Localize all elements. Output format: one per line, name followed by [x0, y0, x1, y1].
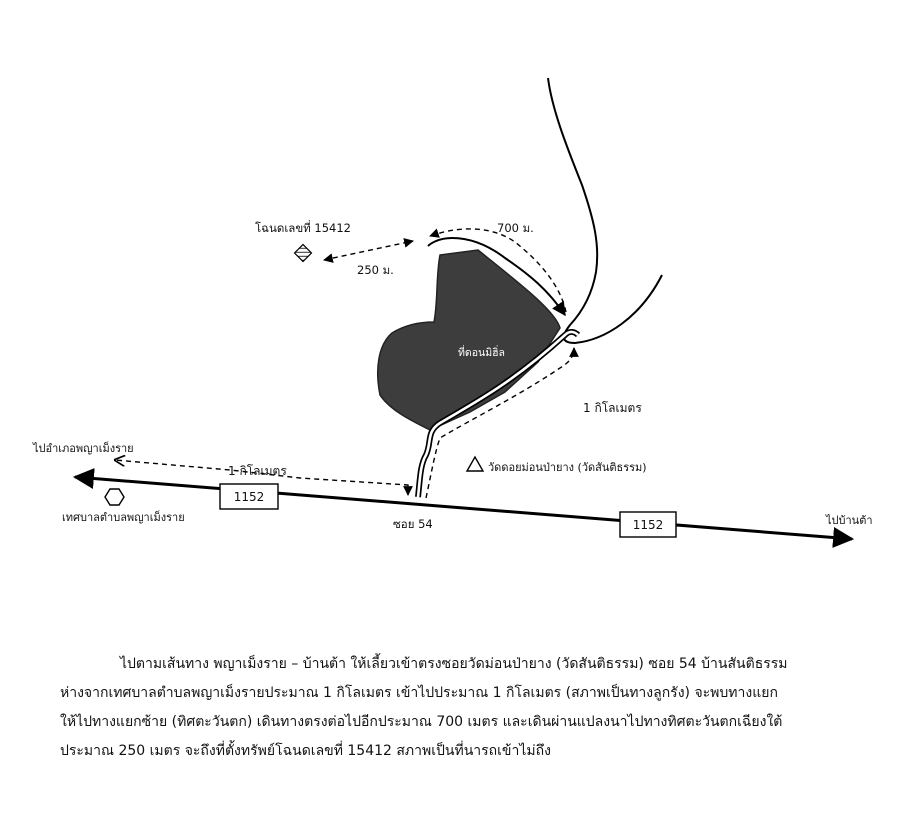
distance-1km-soi-label: 1 กิโลเมตร — [583, 401, 642, 415]
dashed-arrow-1km-road — [115, 460, 408, 495]
temple-triangle-icon — [465, 455, 485, 472]
temple-label: วัดดอยม่อนป่ายาง (วัดสันติธรรม) — [488, 461, 647, 474]
description-line-4: ประมาณ 250 เมตร จะถึงที่ตั้งทรัพย์โฉนดเล… — [60, 743, 551, 759]
main-road — [72, 468, 855, 548]
deed-parcel-icon — [293, 243, 313, 263]
distance-250m-label: 250 ม. — [357, 263, 394, 277]
road-badge-right — [619, 511, 677, 538]
to-phaya-mengrai-label: ไปอำเภอพญาเม็งราย — [32, 441, 134, 455]
description-line-2: ห่างจากเทศบาลตำบลพญาเม็งรายประมาณ 1 กิโล… — [60, 685, 778, 701]
deed-label: โฉนดเลขที่ 15412 — [255, 220, 351, 235]
to-ban-ta-label: ไปบ้านต้า — [825, 514, 873, 527]
municipality-hexagon-icon — [104, 488, 125, 506]
dashed-arrow-1km-soi — [425, 347, 579, 499]
hill-area — [377, 249, 561, 431]
road-badge-right-label: 1152 — [633, 518, 664, 532]
distance-700m-label: 700 ม. — [497, 221, 534, 235]
road-badge-left-label: 1152 — [234, 490, 265, 504]
dashed-arrow-250m — [323, 238, 414, 263]
description-line-3: ให้ไปทางแยกซ้าย (ทิศตะวันตก) เดินทางตรงต… — [60, 714, 783, 730]
route-description: ไปตามเส้นทาง พญาเม็งราย – บ้านต้า ให้เลี… — [60, 650, 860, 766]
municipality-label: เทศบาลตำบลพญาเม็งราย — [62, 510, 185, 524]
soi-54-label: ซอย 54 — [393, 517, 433, 531]
track-700m — [427, 236, 566, 317]
distance-1km-road-label: 1 กิโลเมตร — [228, 464, 287, 478]
dashed-arrow-700m — [429, 228, 567, 313]
description-line-1: ไปตามเส้นทาง พญาเม็งราย – บ้านต้า ให้เลี… — [120, 656, 788, 672]
stream — [547, 77, 663, 345]
hill-label: ที่ดอนมิฮิ่ล — [458, 345, 505, 359]
road-badge-left — [219, 483, 279, 510]
